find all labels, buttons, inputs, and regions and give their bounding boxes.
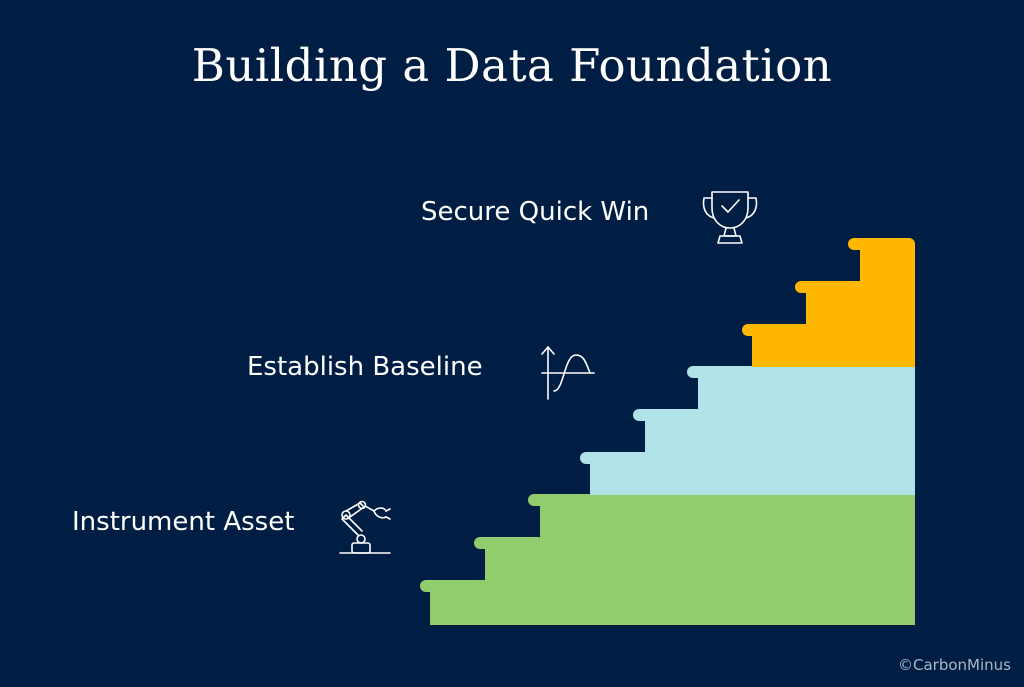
trophy-check-icon [702,191,758,244]
stair-block-establish-baseline [580,366,915,495]
rising-curve-icon [541,346,595,400]
step-label-instrument-asset: Instrument Asset [72,507,295,537]
copyright-notice: ©CarbonMinus [898,656,1011,674]
stair-block-instrument-asset [420,494,915,625]
robotic-arm-icon [339,500,391,554]
stair-block-secure-quick-win [742,238,915,367]
step-label-secure-quick-win: Secure Quick Win [421,197,650,227]
page-title: Building a Data Foundation [191,39,833,92]
step-label-establish-baseline: Establish Baseline [247,352,483,382]
